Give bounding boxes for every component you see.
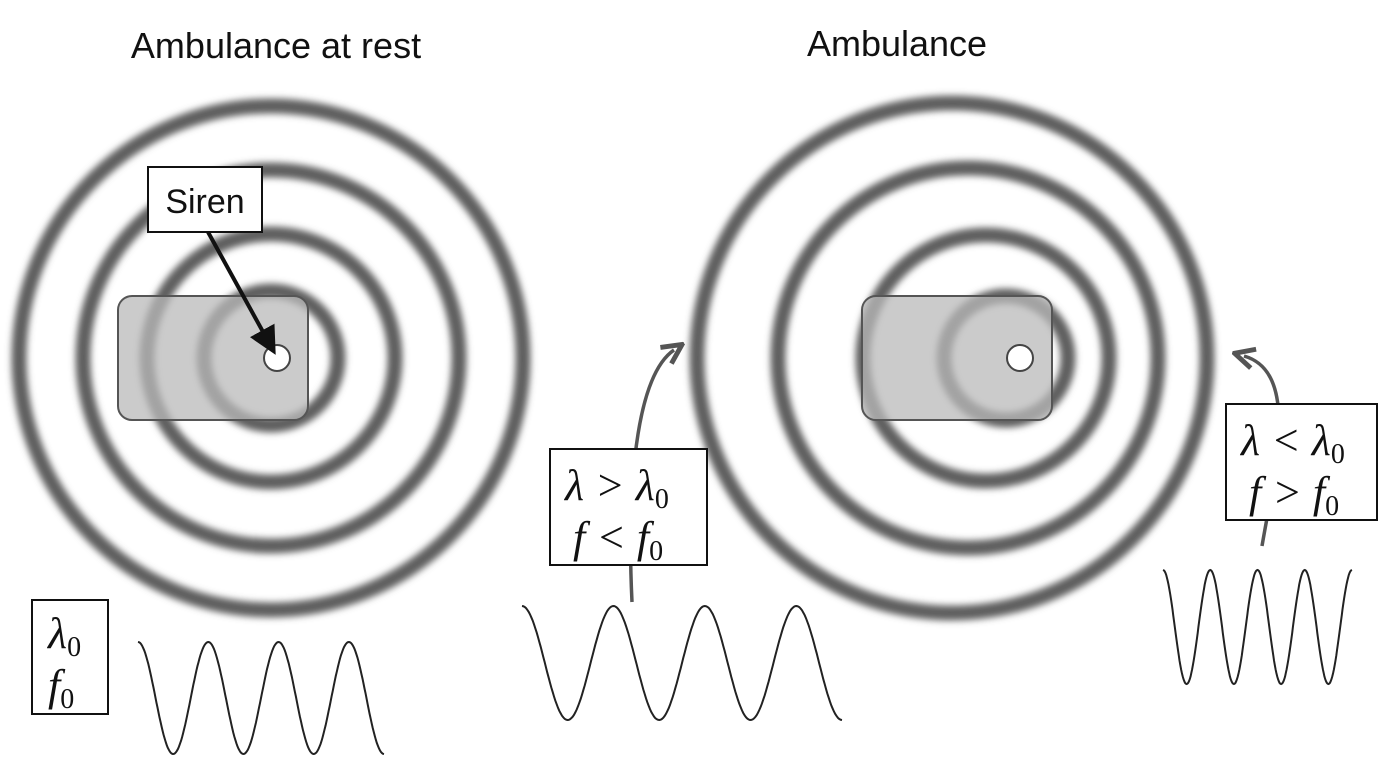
front-box <box>1225 403 1378 521</box>
wave-front <box>1162 568 1353 686</box>
siren-right-icon <box>1006 344 1034 372</box>
ambulance-right <box>861 295 1053 421</box>
left-ring-3 <box>75 162 467 554</box>
title-right: Ambulance <box>807 23 987 64</box>
wave-behind <box>521 604 843 722</box>
front-line-1: λ < λ0 <box>1239 416 1345 470</box>
siren-label: Siren <box>165 183 244 221</box>
ref-line-1: λ0 <box>46 609 81 663</box>
front-line-2: f > f0 <box>1249 468 1339 522</box>
siren-left-icon <box>263 344 291 372</box>
behind-line-1: λ > λ0 <box>563 461 669 515</box>
siren-label-box <box>147 166 263 233</box>
left-wavefronts <box>11 98 531 618</box>
wave-reference <box>137 640 385 756</box>
siren-arrow <box>206 231 276 355</box>
behind-box <box>549 448 708 566</box>
reference-box <box>31 599 109 715</box>
right-ring-3 <box>770 160 1166 556</box>
left-ring-4 <box>11 98 531 618</box>
title-left: Ambulance at rest <box>131 25 421 66</box>
right-ring-4 <box>689 95 1215 621</box>
behind-line-2: f < f0 <box>573 513 663 567</box>
